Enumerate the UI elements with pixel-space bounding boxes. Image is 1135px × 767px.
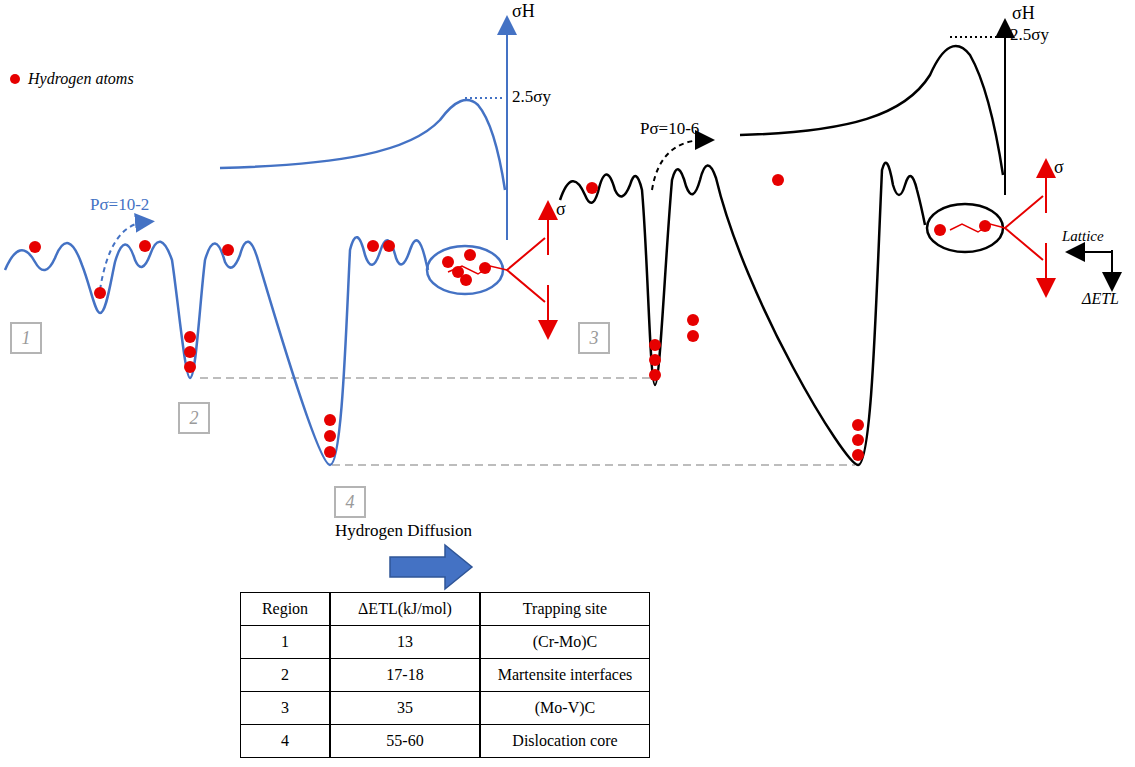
legend-text: Hydrogen atoms xyxy=(28,70,134,88)
table-cell: ΔETL(kJ/mol) xyxy=(330,592,480,626)
table-cell: 13 xyxy=(330,625,480,659)
arrow-label: Hydrogen Diffusion xyxy=(335,522,472,541)
table-text: Region xyxy=(262,600,308,618)
table-cell: 4 xyxy=(240,724,330,758)
table-cell: (Cr-Mo)C xyxy=(480,625,650,659)
table-cell: 3 xyxy=(240,691,330,725)
table-text: 17-18 xyxy=(386,666,423,684)
axis-label: σH xyxy=(512,2,535,22)
table-cell: Dislocation core xyxy=(480,724,650,758)
region-number: 2 xyxy=(184,406,205,431)
table-text: Trapping site xyxy=(523,600,607,618)
axis-label: Lattice xyxy=(1062,228,1104,245)
legend-swatch xyxy=(10,74,20,84)
table-text: 13 xyxy=(397,633,413,651)
region-number: 4 xyxy=(340,490,361,515)
region-box: 2 xyxy=(178,402,210,434)
table-cell: Martensite interfaces xyxy=(480,658,650,692)
table-text: Dislocation core xyxy=(512,732,617,750)
table-text: 1 xyxy=(281,633,289,651)
table-cell: 1 xyxy=(240,625,330,659)
stress-level: 2.5σy xyxy=(1010,26,1049,45)
table-cell: Region xyxy=(240,592,330,626)
table-cell: (Mo-V)C xyxy=(480,691,650,725)
legend-entry: Hydrogen atoms xyxy=(10,70,134,88)
stress-level: 2.5σy xyxy=(512,88,551,107)
table-cell: 2 xyxy=(240,658,330,692)
table-cell: 55-60 xyxy=(330,724,480,758)
table-text: 4 xyxy=(281,732,289,750)
region-box: 4 xyxy=(334,486,366,518)
table-text: (Mo-V)C xyxy=(535,699,595,717)
table-text: 35 xyxy=(397,699,413,717)
probability-label: Pσ=10-6 xyxy=(640,120,699,139)
region-box: 1 xyxy=(10,322,42,354)
table-text: ΔETL(kJ/mol) xyxy=(358,600,452,618)
table-text: 2 xyxy=(281,666,289,684)
table-text: (Cr-Mo)C xyxy=(533,633,598,651)
probability-label: Pσ=10-2 xyxy=(90,196,149,215)
table-cell: 35 xyxy=(330,691,480,725)
region-box: 3 xyxy=(578,322,610,354)
table-text: Martensite interfaces xyxy=(498,666,633,684)
stress-label: σ xyxy=(1054,158,1064,178)
table-cell: 17-18 xyxy=(330,658,480,692)
region-number: 1 xyxy=(16,326,37,351)
stress-label: σ xyxy=(556,200,566,220)
axis-label: σH xyxy=(1012,4,1035,24)
region-number: 3 xyxy=(584,326,605,351)
table-text: 3 xyxy=(281,699,289,717)
axis-label: ΔETL xyxy=(1082,290,1119,308)
table-text: 55-60 xyxy=(386,732,423,750)
table-cell: Trapping site xyxy=(480,592,650,626)
